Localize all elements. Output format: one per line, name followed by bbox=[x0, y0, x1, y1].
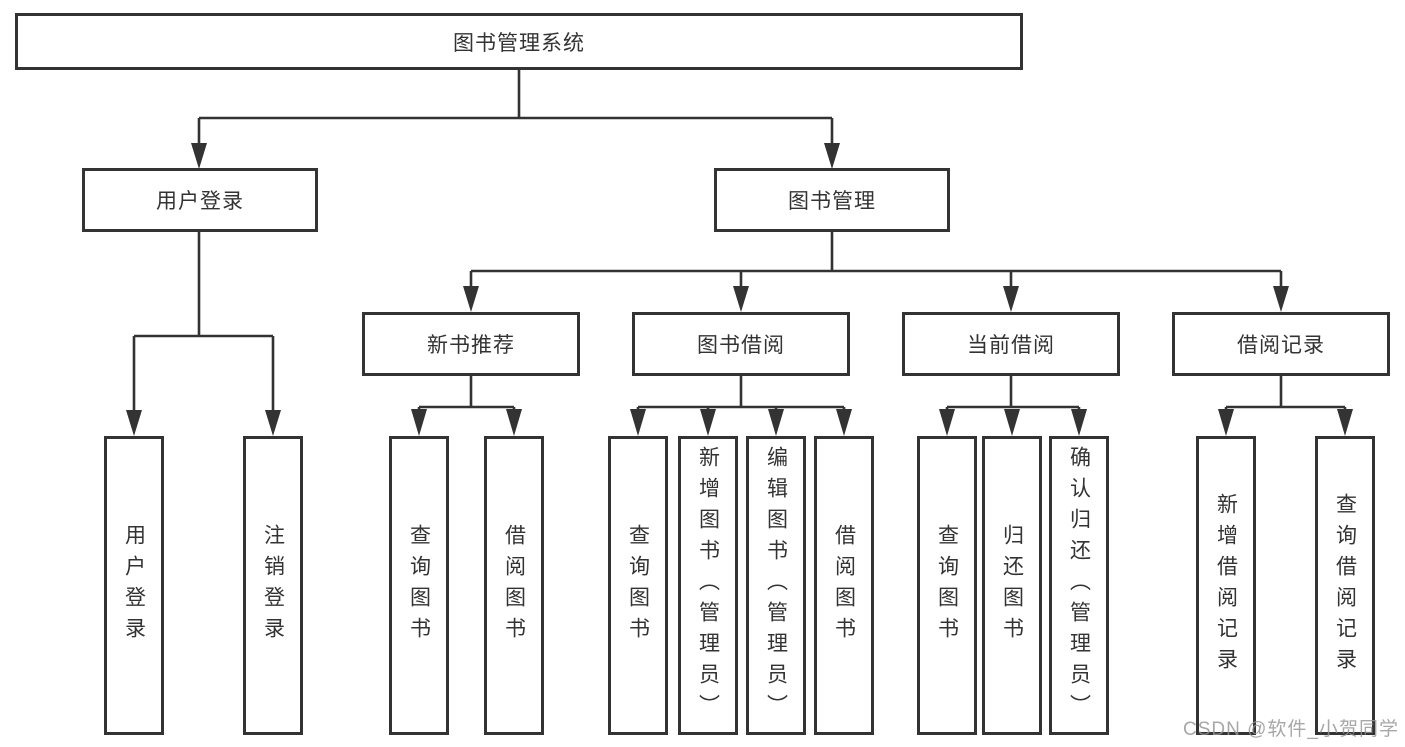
leaf-query-books-borrow-label: 查询图书 bbox=[626, 523, 650, 648]
connector-book-management-children bbox=[463, 232, 1289, 312]
node-user-login: 用户登录 bbox=[82, 168, 318, 232]
leaf-add-borrow-record-label: 新增借阅记录 bbox=[1214, 492, 1238, 679]
node-book-management: 图书管理 bbox=[714, 168, 950, 232]
node-root: 图书管理系统 bbox=[15, 13, 1023, 70]
watermark-text: CSDN @软件_小贺同学 bbox=[1183, 719, 1399, 740]
leaf-confirm-return-admin: 确认归还（管理员） bbox=[1049, 436, 1109, 735]
leaf-return-book: 归还图书 bbox=[982, 436, 1042, 735]
leaf-borrow-books-recommend-label: 借阅图书 bbox=[502, 523, 526, 648]
node-book-borrow: 图书借阅 bbox=[632, 312, 850, 376]
leaf-add-book-admin: 新增图书（管理员） bbox=[678, 436, 738, 735]
leaf-edit-book-admin: 编辑图书（管理员） bbox=[746, 436, 806, 735]
leaf-logout-label: 注销登录 bbox=[261, 523, 285, 648]
connector-root-to-level2 bbox=[191, 70, 840, 169]
leaf-user-login: 用户登录 bbox=[104, 436, 164, 735]
leaf-user-login-label: 用户登录 bbox=[122, 523, 146, 648]
leaf-query-borrow-record-label: 查询借阅记录 bbox=[1333, 492, 1357, 679]
node-new-book-recommend: 新书推荐 bbox=[362, 312, 580, 376]
leaf-query-books-recommend: 查询图书 bbox=[389, 436, 449, 735]
leaf-query-books-borrow: 查询图书 bbox=[608, 436, 668, 735]
node-borrow-records: 借阅记录 bbox=[1172, 312, 1390, 376]
leaf-query-books-current: 查询图书 bbox=[917, 436, 977, 735]
leaf-return-book-label: 归还图书 bbox=[1000, 523, 1024, 648]
leaf-edit-book-admin-label: 编辑图书（管理员） bbox=[764, 446, 788, 725]
leaf-query-books-current-label: 查询图书 bbox=[935, 523, 959, 648]
connector-book-borrow-children bbox=[630, 376, 852, 436]
connector-current-borrow-children bbox=[939, 376, 1087, 436]
leaf-borrow-books: 借阅图书 bbox=[814, 436, 874, 735]
connector-new-book-recommend-children bbox=[411, 376, 522, 436]
leaf-add-book-admin-label: 新增图书（管理员） bbox=[696, 446, 720, 725]
leaf-query-borrow-record: 查询借阅记录 bbox=[1315, 436, 1375, 735]
node-current-borrow: 当前借阅 bbox=[902, 312, 1120, 376]
leaf-borrow-books-recommend: 借阅图书 bbox=[484, 436, 544, 735]
leaf-logout: 注销登录 bbox=[243, 436, 303, 735]
connector-borrow-records-children bbox=[1218, 376, 1353, 436]
leaf-add-borrow-record: 新增借阅记录 bbox=[1196, 436, 1256, 735]
leaf-borrow-books-label: 借阅图书 bbox=[832, 523, 856, 648]
connector-user-login-children bbox=[126, 232, 281, 436]
leaf-confirm-return-admin-label: 确认归还（管理员） bbox=[1067, 446, 1091, 725]
leaf-query-books-recommend-label: 查询图书 bbox=[407, 523, 431, 648]
